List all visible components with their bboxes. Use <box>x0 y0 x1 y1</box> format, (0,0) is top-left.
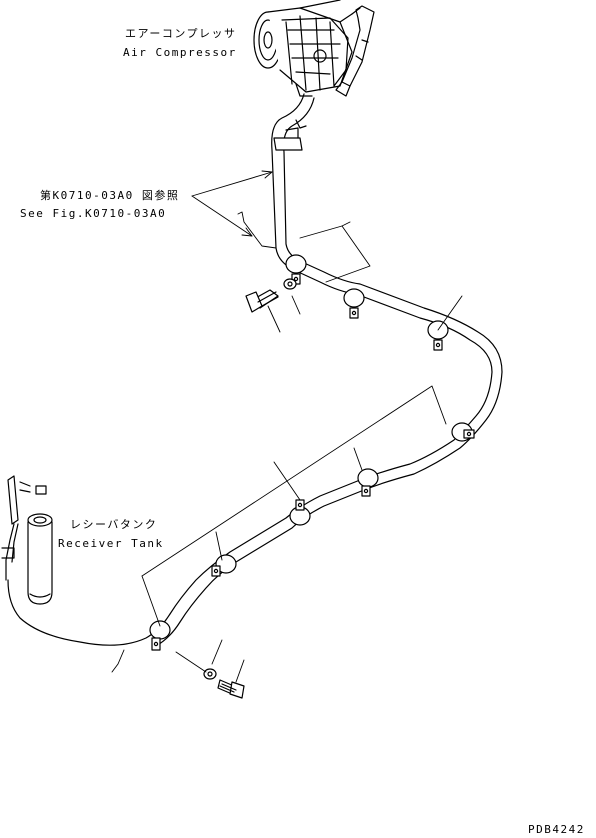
reference-label-en: See Fig.K0710-03A0 <box>20 207 167 220</box>
clamp-4 <box>452 423 474 441</box>
compressor-label-jp: エアーコンプレッサ <box>125 27 237 40</box>
air-compressor <box>254 0 352 96</box>
callout-lower <box>142 386 446 626</box>
tick-mark <box>112 650 124 672</box>
bolt-lower <box>176 640 244 698</box>
clamp-7 <box>212 555 236 576</box>
clamp-2 <box>344 289 364 318</box>
tank-label-en: Receiver Tank <box>58 537 164 550</box>
pipe-clamps <box>150 255 474 650</box>
callout-upper <box>268 222 462 332</box>
clamp-5 <box>358 469 378 496</box>
clamp-1 <box>286 255 306 284</box>
reference-label-jp: 第K0710-03A0 図参照 <box>40 189 180 202</box>
reference-arrows <box>192 171 276 248</box>
compressor-label-en: Air Compressor <box>123 46 237 59</box>
discharge-hose <box>336 6 374 96</box>
bolt-upper <box>246 279 296 312</box>
tank-pipes <box>2 476 46 580</box>
clamp-8 <box>150 621 170 650</box>
receiver-tank <box>28 514 52 604</box>
bracket-upper <box>274 120 306 150</box>
drawing-code: PDB4242 <box>528 823 585 836</box>
clamp-3 <box>428 321 448 350</box>
tank-label-jp: レシーバタンク <box>70 518 158 531</box>
